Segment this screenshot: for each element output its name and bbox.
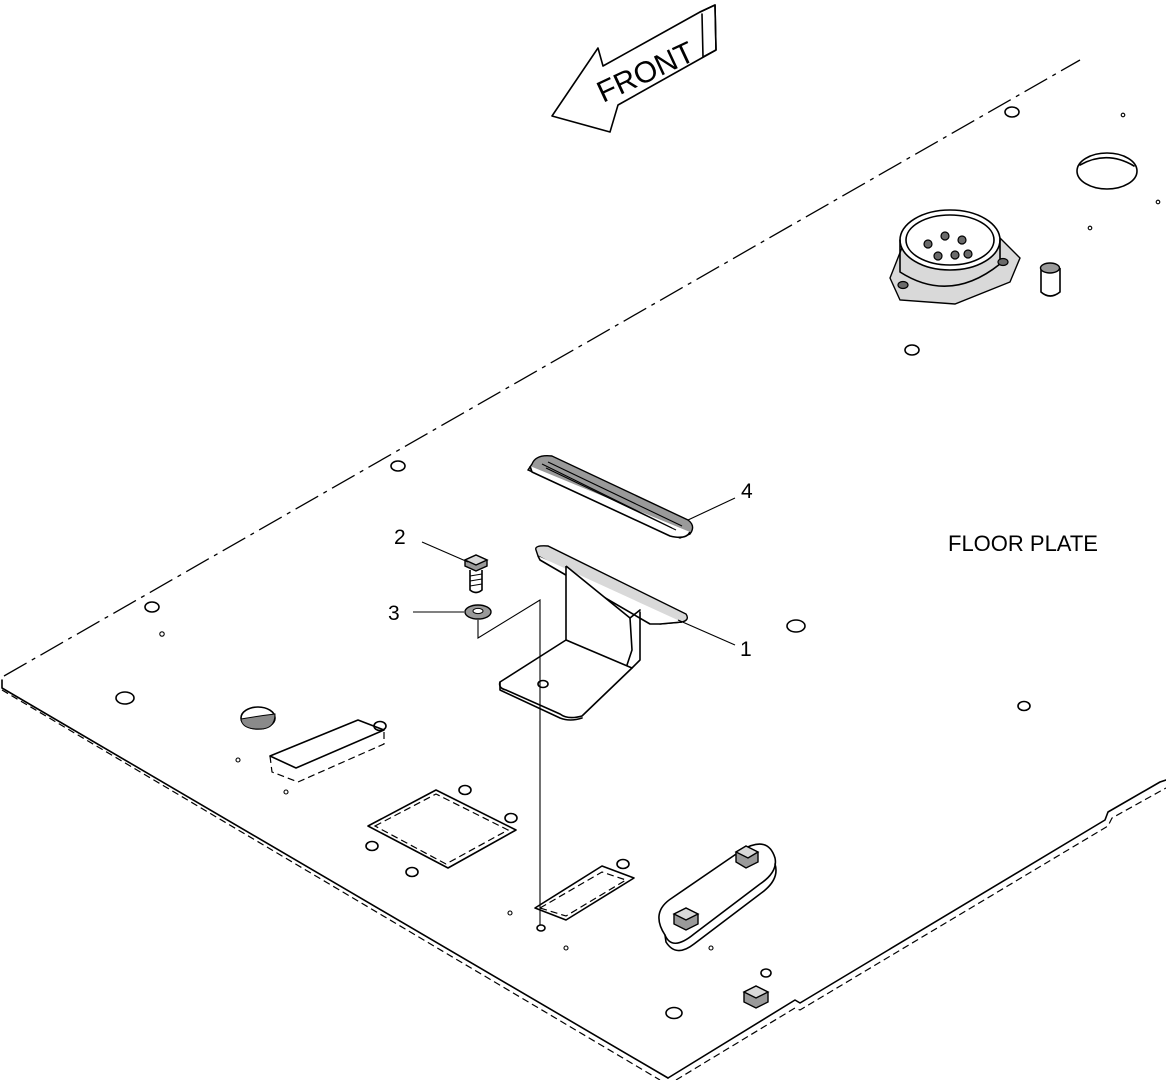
callout-3: 3 — [388, 602, 400, 625]
leader-2 — [421, 541, 469, 563]
round-plug — [240, 706, 276, 730]
leader-1 — [677, 619, 736, 646]
pedal-pad — [526, 454, 694, 539]
plate-right-edge — [667, 779, 1166, 1079]
large-hole — [1076, 152, 1138, 190]
callout-4: 4 — [741, 480, 753, 503]
floor-plate — [1, 59, 1166, 1081]
front-direction-arrow: FRONT — [551, 4, 717, 133]
edge-nut — [742, 985, 770, 1009]
plate-far-edge — [3, 59, 1081, 677]
plate-left-edge-lower — [1, 689, 661, 1081]
leader-4 — [687, 497, 736, 521]
assembly-title: FLOOR PLATE — [948, 531, 1098, 556]
plate-right-edge-lower — [675, 787, 1166, 1081]
callout-2: 2 — [394, 526, 406, 549]
bolt — [463, 554, 489, 594]
round-fitting — [889, 209, 1021, 305]
callout-1: 1 — [740, 638, 752, 661]
plate-slots — [269, 719, 635, 921]
stud-post — [1039, 262, 1061, 297]
plate-left-edge — [1, 679, 669, 1079]
linkage-plate — [658, 843, 777, 952]
washer — [464, 604, 492, 620]
pedal-bracket — [498, 545, 689, 721]
plate-holes — [115, 106, 1161, 1020]
assembly-path — [477, 599, 541, 928]
